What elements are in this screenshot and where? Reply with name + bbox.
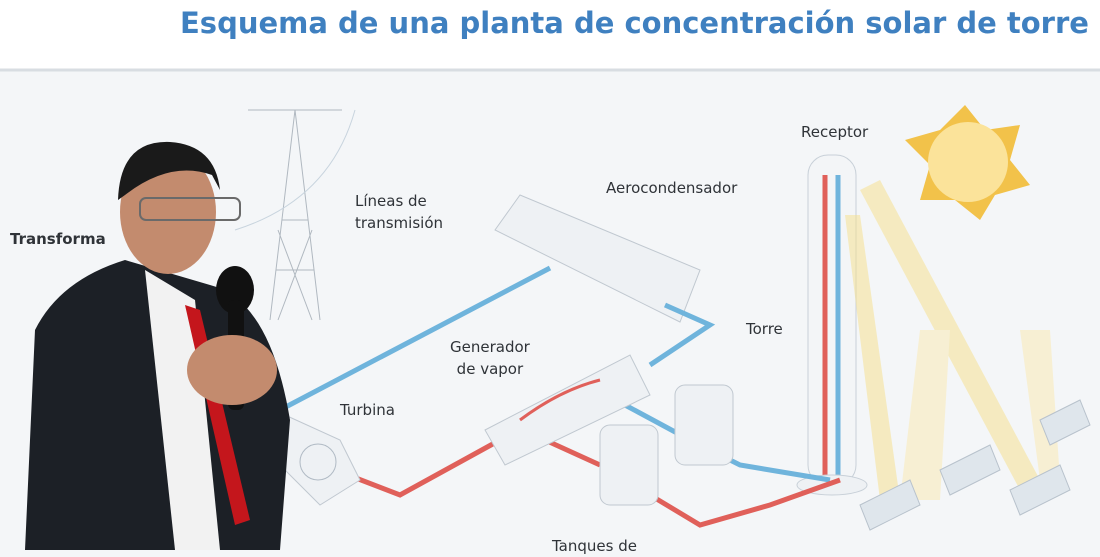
tower-icon: [796, 154, 868, 496]
hot-pipes: [334, 437, 841, 528]
steam-generator-icon: [484, 354, 651, 466]
label-lineas-transmision: Líneas de transmisión: [355, 192, 444, 232]
turbine-icon: [284, 414, 361, 506]
cold-pipes: [278, 265, 831, 483]
label-turbina: Turbina: [340, 401, 395, 419]
label-generador-vapor: Generador de vapor: [450, 338, 530, 378]
heliostat-icons: [859, 399, 1091, 531]
storage-tanks-icon: [599, 384, 734, 506]
label-tanques: Tanques de: [552, 537, 637, 555]
label-aerocondensador: Aerocondensador: [606, 179, 738, 197]
aerocondenser-icon: [494, 194, 701, 323]
label-transformador: Transforma: [10, 230, 106, 248]
sun-icon: [905, 105, 1030, 220]
sunlight-rays: [845, 180, 1060, 500]
label-torre: Torre: [746, 320, 783, 338]
slide-title: Esquema de una planta de concentración s…: [180, 6, 1089, 40]
title-bar: [0, 0, 1100, 70]
speaker-person: [25, 141, 290, 550]
label-receptor: Receptor: [801, 123, 869, 141]
transmission-tower-icon: [234, 109, 356, 321]
